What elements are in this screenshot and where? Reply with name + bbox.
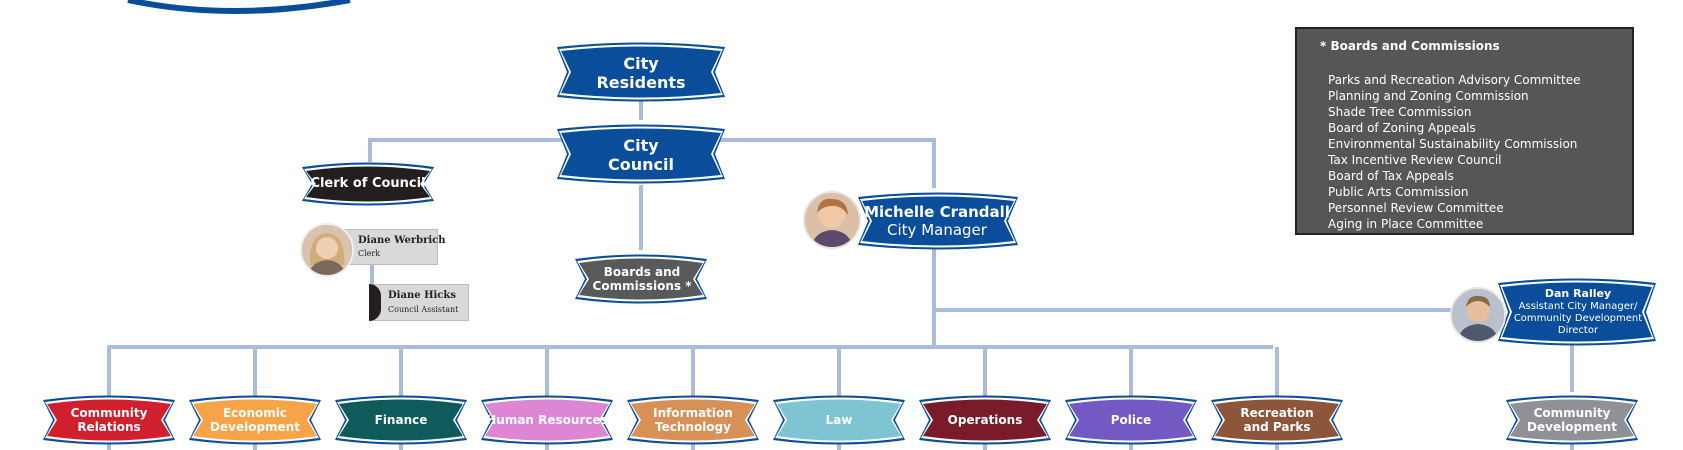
city-council-node: City Council <box>556 130 726 180</box>
boards-commissions-legend: * Boards and Commissions Parks and Recre… <box>1295 27 1634 235</box>
legend-item: Aging in Place Committee <box>1328 217 1484 231</box>
assistant-clerk-role: Council Assistant <box>388 305 459 314</box>
clerk-name: Diane Werbrich <box>358 235 446 246</box>
legend-item: Environmental Sustainability Commission <box>1328 137 1578 151</box>
department-shape <box>43 395 175 445</box>
department-label-line: Finance <box>374 412 428 427</box>
assistant-city-manager-photo <box>1450 287 1506 343</box>
department-node: Finance <box>339 400 463 440</box>
department-label-line: Development <box>210 420 300 434</box>
department-label-line: Human Resources <box>486 412 608 427</box>
clerk-of-council-shape <box>302 162 434 206</box>
department-shape <box>1506 395 1638 445</box>
legend-item: Board of Zoning Appeals <box>1328 121 1476 135</box>
legend-item: Public Arts Commission <box>1328 185 1469 199</box>
department-shape <box>481 395 613 445</box>
legend-title: * Boards and Commissions <box>1320 39 1500 53</box>
city-residents-shape <box>557 42 725 102</box>
city-manager-photo <box>803 191 861 249</box>
department-label-line: Development <box>1527 420 1617 434</box>
department-shape <box>1211 395 1343 445</box>
department-shape <box>627 395 759 445</box>
city-manager-node: Michelle Crandall City Manager <box>858 198 1016 244</box>
assistant-title-line2: Community Development <box>1513 312 1643 324</box>
department-shape <box>773 395 905 445</box>
city-council-label-line1: City <box>623 135 659 155</box>
department-label-line: Information <box>653 405 733 420</box>
assistant-city-manager-shape <box>1498 278 1656 346</box>
city-manager-title: City Manager <box>887 221 987 239</box>
city-residents-node: City Residents <box>556 48 726 98</box>
legend-item: Parks and Recreation Advisory Committee <box>1328 73 1581 87</box>
department-label-line: Law <box>825 412 853 427</box>
department-label-line: Police <box>1110 412 1152 427</box>
legend-item: Board of Tax Appeals <box>1328 169 1454 183</box>
assistant-title-line1: Assistant City Manager/ <box>1518 300 1638 312</box>
assistant-title-line3: Director <box>1557 324 1599 336</box>
portrait-icon <box>1452 289 1504 341</box>
boards-and-commissions-node: Boards and Commissions * <box>578 261 706 297</box>
legend-item: Tax Incentive Review Council <box>1328 153 1502 167</box>
department-label-line: and Parks <box>1243 420 1311 434</box>
assistant-city-manager-node: Dan Ralley Assistant City Manager/ Commu… <box>1508 284 1648 340</box>
department-shape <box>189 395 321 445</box>
boards-and-commissions-shape <box>575 254 707 304</box>
department-shape <box>1065 395 1197 445</box>
city-manager-shape <box>858 192 1018 250</box>
clerk-card-diane-hicks: Diane Hicks Council Assistant <box>370 284 469 321</box>
city-council-shape <box>557 124 725 184</box>
assistant-name: Dan Ralley <box>1544 287 1612 301</box>
legend-item: Planning and Zoning Commission <box>1328 89 1529 103</box>
department-shape <box>919 395 1051 445</box>
city-manager-name: Michelle Crandall <box>864 203 1010 221</box>
department-drop-lines <box>107 347 1279 398</box>
department-label-line: Community <box>70 405 148 420</box>
department-label-line: Economic <box>222 405 288 420</box>
department-label-line: Recreation <box>1240 405 1314 420</box>
department-label-line: Relations <box>77 420 141 434</box>
department-label-line: Community <box>1533 405 1611 420</box>
city-council-label-line2: Council <box>608 155 674 174</box>
node-shapes <box>43 42 1656 445</box>
department-label-line: Technology <box>655 420 731 434</box>
city-residents-label-line1: City <box>623 53 659 73</box>
city-residents-label-line2: Residents <box>596 73 686 92</box>
portrait-icon <box>805 193 859 247</box>
department-shape <box>335 395 467 445</box>
legend-list: Parks and Recreation Advisory Committee … <box>1328 72 1580 232</box>
clerk-photo <box>300 223 354 277</box>
clerk-assistant-photo-edge <box>369 284 381 321</box>
boards-label-line2: Commissions * <box>592 279 692 293</box>
clerk-role: Clerk <box>358 249 381 258</box>
assistant-clerk-name: Diane Hicks <box>388 290 456 301</box>
department-label-line: Operations <box>947 412 1023 427</box>
top-decorative-arc <box>127 0 351 14</box>
department-node: Law <box>777 400 901 440</box>
department-node: Operations <box>923 400 1047 440</box>
legend-item: Shade Tree Commission <box>1328 105 1472 119</box>
department-node: Human Resources <box>485 400 609 440</box>
clerk-of-council-label: Clerk of Council <box>310 176 426 192</box>
connector-lines <box>107 98 1574 450</box>
legend-item: Personnel Review Committee <box>1328 201 1504 215</box>
boards-label-line1: Boards and <box>603 264 681 279</box>
portrait-icon <box>302 225 352 275</box>
department-node: Police <box>1069 400 1193 440</box>
clerk-of-council-node: Clerk of Council <box>302 170 434 198</box>
